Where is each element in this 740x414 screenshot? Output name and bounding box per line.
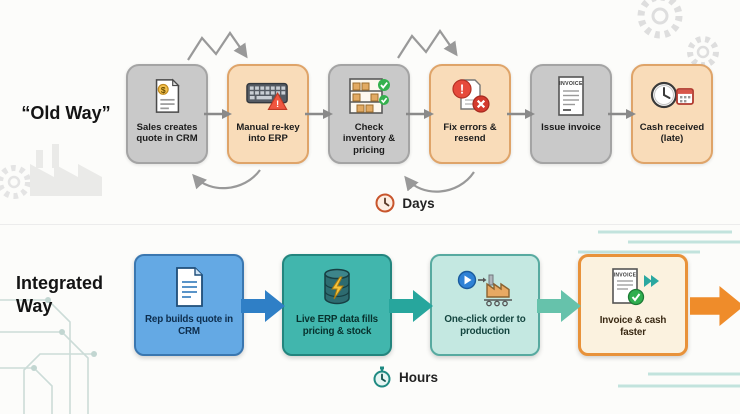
block-arrow-icon — [537, 290, 581, 322]
step-label: Live ERP data fills pricing & stock — [296, 314, 378, 338]
block-arrow-icon — [241, 290, 285, 322]
old-step-manual-rekey: ! Manual re-key into ERP — [227, 64, 309, 164]
step-label: Cash received (late) — [639, 122, 705, 145]
gear-icon — [637, 0, 719, 68]
flow-arrow-icon — [608, 109, 636, 119]
rework-arrow — [187, 29, 475, 193]
factory-silhouette — [30, 144, 102, 196]
dollar-glyph: $ — [161, 85, 166, 95]
invoice-check-icon: INVOICE — [606, 264, 660, 312]
keyboard-warning-icon: ! — [246, 73, 290, 119]
stopwatch-icon — [373, 366, 391, 388]
int-step-live-erp: Live ERP data fills pricing & stock — [282, 254, 392, 356]
invoice-icon-text: INVOICE — [559, 81, 583, 87]
flow-arrow-icon — [305, 109, 333, 119]
one-click-factory-icon — [456, 263, 514, 311]
old-step-issue-invoice: INVOICE Issue invoice — [530, 64, 612, 164]
circuit-pattern — [0, 299, 94, 414]
old-way-title: “Old Way” — [21, 103, 111, 123]
step-label: Sales creates quote in CRM — [136, 122, 198, 145]
circuit-nodes — [31, 297, 97, 371]
dollar-document-icon: $ — [148, 73, 186, 119]
error-glyph: ! — [460, 82, 464, 97]
flow-arrow-icon — [406, 109, 434, 119]
database-bolt-icon — [317, 263, 357, 311]
old-step-sales-quote: $ Sales creates quote in CRM — [126, 64, 208, 164]
integrated-way-title: Integrated Way — [16, 273, 104, 317]
flow-arrow-icon — [204, 109, 232, 119]
step-label: Invoice & cash faster — [599, 315, 667, 339]
old-step-fix-errors: ! Fix errors & resend — [429, 64, 511, 164]
section-divider — [0, 224, 740, 225]
gear-icon — [0, 165, 31, 199]
step-label: Manual re-key into ERP — [236, 122, 300, 145]
old-way-duration: Days — [35, 193, 740, 213]
invoice-icon-text: INVOICE — [614, 273, 637, 279]
inventory-shelf-icon — [347, 73, 391, 119]
flow-arrow-icon — [507, 109, 535, 119]
warning-glyph: ! — [276, 99, 279, 110]
old-step-check-inventory: Check inventory & pricing — [328, 64, 410, 164]
int-step-invoice-cash: INVOICE Invoice & cash faster — [578, 254, 688, 356]
int-step-rep-quote: Rep builds quote in CRM — [134, 254, 244, 356]
step-label: Issue invoice — [541, 122, 601, 133]
step-label: Fix errors & resend — [443, 122, 497, 145]
document-icon — [169, 263, 209, 311]
clock-icon — [375, 193, 395, 213]
block-arrow-icon — [690, 286, 740, 326]
step-label: Rep builds quote in CRM — [144, 314, 234, 338]
old-step-cash-late: Cash received (late) — [631, 64, 713, 164]
step-label: Check inventory & pricing — [342, 122, 396, 156]
int-step-one-click-order: One-click order to production — [430, 254, 540, 356]
invoice-icon: INVOICE — [551, 73, 591, 119]
integrated-way-duration: Hours — [35, 366, 740, 388]
error-alert-icon: ! — [448, 73, 492, 119]
step-label: One-click order to production — [444, 314, 526, 338]
accent-lines — [578, 230, 740, 388]
block-arrow-icon — [389, 290, 433, 322]
clock-calendar-icon — [649, 73, 695, 119]
old-way-duration-label: Days — [402, 195, 435, 211]
integrated-way-duration-label: Hours — [398, 369, 438, 385]
